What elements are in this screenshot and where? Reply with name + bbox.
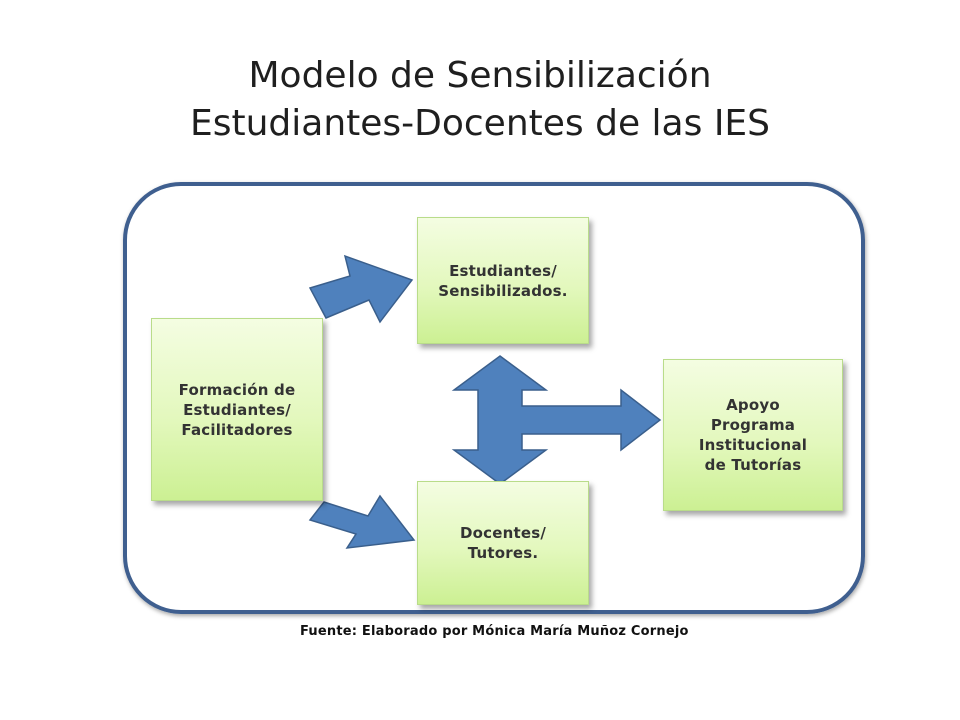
source-caption: Fuente: Elaborado por Mónica María Muñoz… [300, 624, 689, 639]
title-line-1: Modelo de Sensibilización [248, 55, 712, 96]
box-apoyo-label: Apoyo Programa Institucional de Tutorías [698, 396, 808, 474]
diagram-frame [123, 182, 865, 614]
arrow-formacion-to-docentes [308, 494, 416, 549]
box-estudiantes-sensibilizados: Estudiantes/ Sensibilizados. [417, 217, 589, 344]
box-formacion-estudiantes-facilitadores: Formación de Estudiantes/ Facilitadores [151, 318, 323, 501]
box-formacion-label: Formación de Estudiantes/ Facilitadores [178, 380, 296, 439]
slide-title: Modelo de Sensibilización Estudiantes-Do… [0, 52, 960, 148]
box-docentes-label: Docentes/ Tutores. [459, 524, 547, 562]
arrow-bidirectional-to-apoyo [451, 355, 662, 485]
box-apoyo-programa-tutorias: Apoyo Programa Institucional de Tutorías [663, 359, 843, 511]
box-estudiantes-label: Estudiantes/ Sensibilizados. [438, 261, 568, 300]
title-line-2: Estudiantes-Docentes de las IES [189, 103, 771, 144]
arrow-formacion-to-estudiantes [308, 254, 414, 324]
box-docentes-tutores: Docentes/ Tutores. [417, 481, 589, 605]
